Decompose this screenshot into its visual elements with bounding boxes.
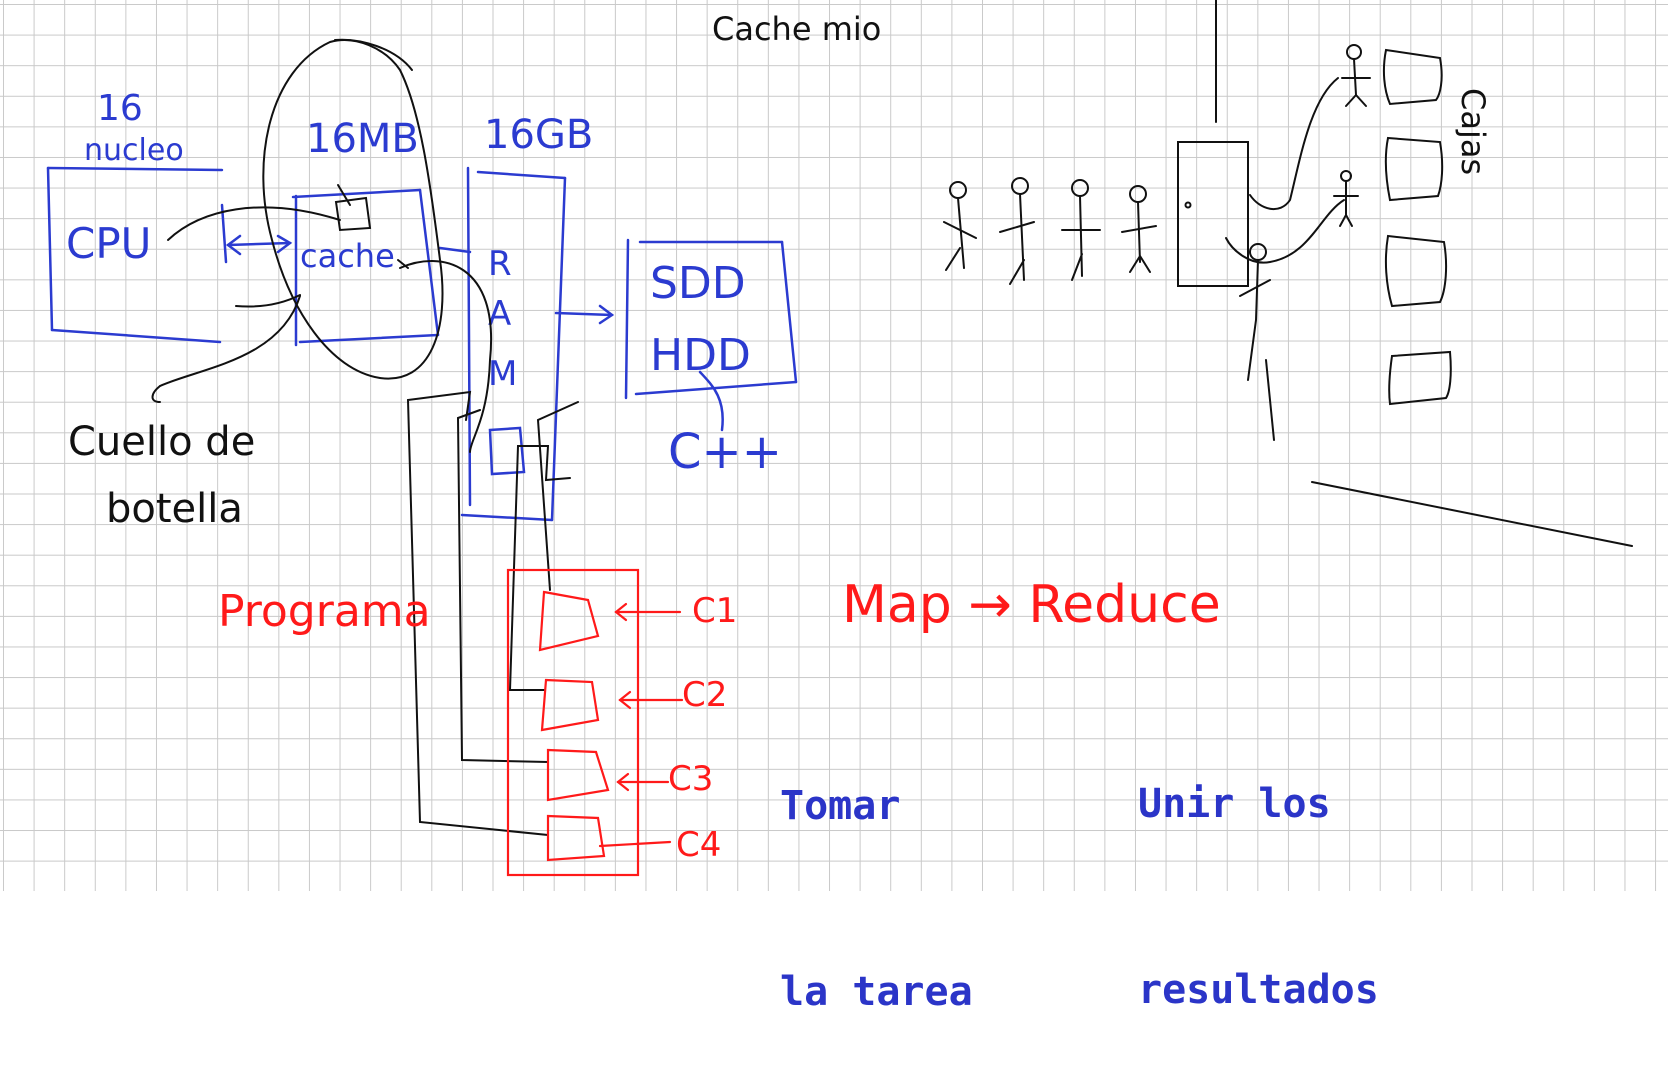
mb16-label: 16MB (306, 116, 419, 162)
chunk-c3-label: C3 (668, 759, 713, 799)
ssd-label: SDD (650, 258, 746, 309)
tomar-la-tarea-text: Tomar la tarea (780, 651, 973, 1085)
ram-letter-r: R (488, 244, 512, 284)
ram-storage-arrow (554, 304, 615, 325)
hdd-label: HDD (650, 330, 751, 381)
programa-label: Programa (218, 586, 431, 637)
nucleo-label: nucleo (84, 133, 184, 168)
unir-line1: Unir los (1138, 781, 1331, 827)
whiteboard-drawing: 16 nucleo CPU 16MB cache 16GB R A M (46, 0, 1633, 877)
program-ram-connectors (406, 390, 579, 836)
ram-letter-a: A (488, 294, 511, 334)
cajas-label: Cajas (1454, 88, 1492, 175)
cpu-box (46, 166, 224, 344)
unir-line2: resultados (1138, 967, 1379, 1013)
bottleneck-line1: Cuello de (68, 419, 255, 465)
program-box (506, 568, 684, 877)
chunk-c2-label: C2 (682, 675, 727, 715)
tomar-line1: Tomar (780, 783, 901, 829)
tomar-line2: la tarea (780, 969, 973, 1015)
ram-letter-m: M (488, 354, 517, 394)
chunk-c1-label: C1 (692, 591, 737, 631)
cache-label: cache (300, 237, 395, 275)
cache-box (291, 188, 440, 347)
cpp-label: C++ (668, 424, 782, 480)
gb16-label: 16GB (484, 112, 593, 158)
chunk-c4-label: C4 (676, 825, 721, 865)
map-reduce-label: Map → Reduce (842, 575, 1221, 635)
storage-box (624, 238, 798, 432)
cpu-cache-arrow (220, 203, 293, 264)
bottleneck-line2: botella (106, 486, 243, 532)
people-scene (943, 0, 1633, 547)
cache-cloud (151, 38, 493, 453)
grid-canvas (0, 0, 1668, 891)
unir-resultados-text: Unir los resultados (1138, 649, 1379, 1083)
cache-mio-title: Cache mio (712, 10, 881, 48)
cpu-label: CPU (66, 219, 151, 268)
cores-number: 16 (97, 88, 143, 129)
